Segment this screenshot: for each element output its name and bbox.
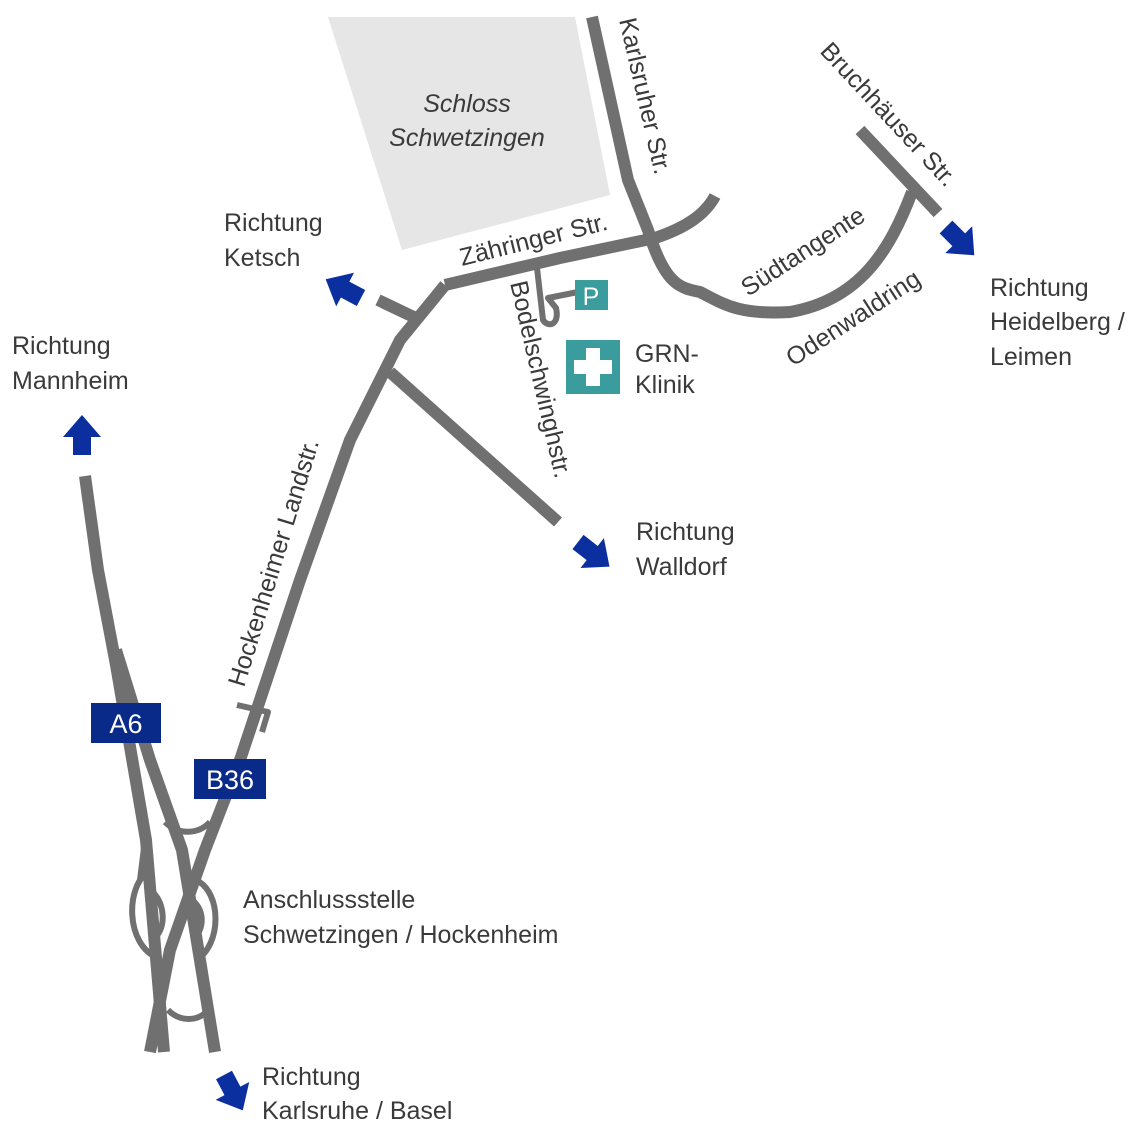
direction-ketsch-line1: Richtung xyxy=(224,209,323,237)
direction-heidelberg-line2: Heidelberg / xyxy=(990,308,1125,336)
castle-grounds-area xyxy=(328,17,610,250)
direction-ketsch-line2: Ketsch xyxy=(224,244,300,272)
castle-label-line1: Schloss xyxy=(423,90,511,118)
arrow-heidelberg-icon xyxy=(939,220,975,256)
parking-icon: P xyxy=(575,280,608,311)
badge-a6: A6 xyxy=(91,703,161,743)
arrow-karlsruhe-icon xyxy=(215,1070,250,1111)
junction-loops xyxy=(129,819,219,1022)
badge-b36: B36 xyxy=(194,759,266,799)
direction-mannheim-line2: Mannheim xyxy=(12,367,129,395)
badge-a6-label: A6 xyxy=(109,709,142,739)
road-b36-connector xyxy=(236,702,271,733)
road-bruchhaeuser-str xyxy=(855,125,943,218)
parking-label: P xyxy=(583,283,600,311)
arrow-walldorf-icon xyxy=(572,534,610,569)
junction-label-line1: Anschlussstelle xyxy=(243,886,415,914)
road-to-walldorf xyxy=(386,367,562,527)
medical-cross-icon xyxy=(566,340,620,394)
direction-arrows xyxy=(63,220,975,1111)
road-karlsruher-str xyxy=(586,15,918,319)
junction-label-line2: Schwetzingen / Hockenheim xyxy=(243,921,558,949)
direction-heidelberg-line1: Richtung xyxy=(990,274,1089,302)
direction-karlsruhe-line1: Richtung xyxy=(262,1063,361,1091)
direction-walldorf-line1: Richtung xyxy=(636,518,735,546)
direction-mannheim-line1: Richtung xyxy=(12,332,111,360)
clinic-label-line2: Klinik xyxy=(635,371,695,399)
road-bodelschwinghstr xyxy=(534,267,579,328)
direction-karlsruhe-line2: Karlsruhe / Basel xyxy=(262,1097,452,1125)
direction-walldorf-line2: Walldorf xyxy=(636,553,727,581)
road-network xyxy=(79,15,943,1054)
arrow-mannheim-icon xyxy=(63,415,101,455)
street-label-bruchhaeuser: Bruchhäuser Str. xyxy=(815,37,962,192)
road-hockenheimer-landstr xyxy=(144,281,450,1054)
direction-heidelberg-line3: Leimen xyxy=(990,343,1072,371)
castle-label-line2: Schwetzingen xyxy=(389,124,545,152)
arrow-ketsch-icon xyxy=(325,272,366,307)
clinic-label-line1: GRN- xyxy=(635,340,699,368)
badge-b36-label: B36 xyxy=(206,765,254,795)
road-to-ketsch xyxy=(375,294,423,326)
